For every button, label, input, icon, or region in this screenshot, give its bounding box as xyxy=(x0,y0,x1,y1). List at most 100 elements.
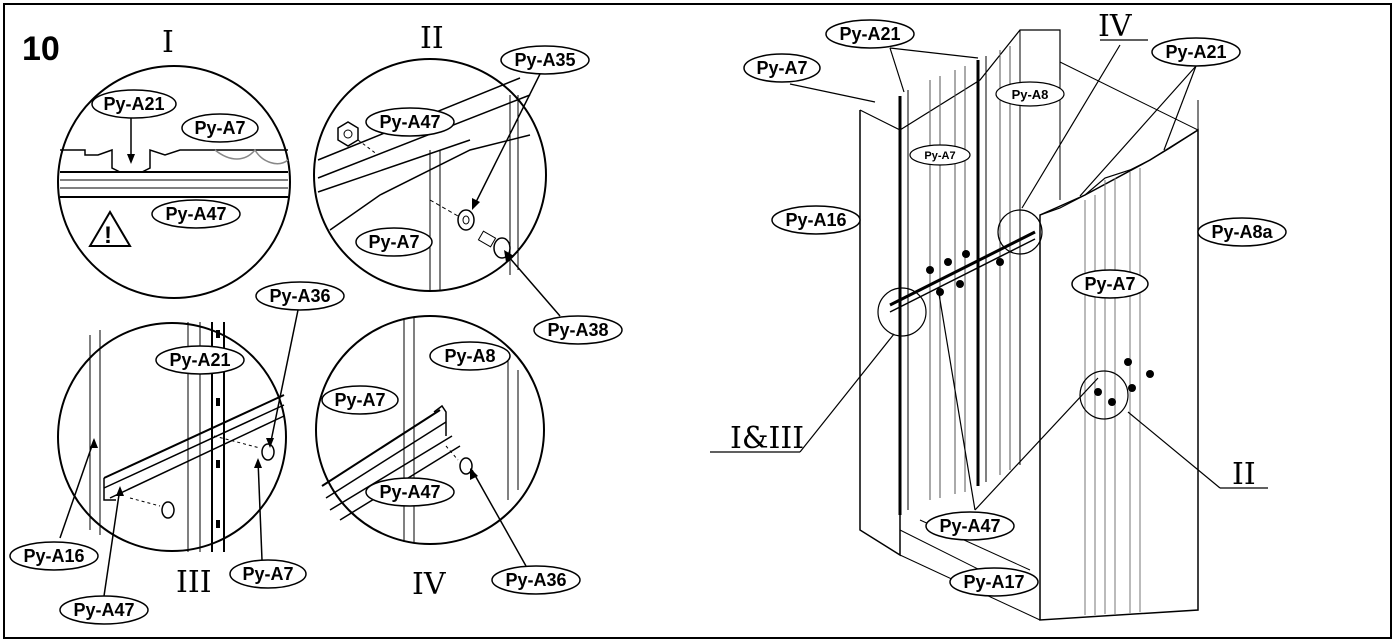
warning-symbol: ! xyxy=(104,222,112,249)
callout-bubble xyxy=(1071,269,1149,299)
callout-bubble xyxy=(925,511,1015,541)
rail-line xyxy=(321,409,441,487)
callout-bubble xyxy=(91,89,177,119)
detail-III-circle xyxy=(57,322,287,552)
leader-line xyxy=(257,459,263,561)
arrow-head xyxy=(504,250,514,262)
bolt-icon xyxy=(996,258,1004,266)
bolt-icon xyxy=(1108,398,1116,406)
nut-icon xyxy=(337,121,359,147)
detail-III: III Py-A36 Py-A21 xyxy=(9,281,345,625)
leader-line xyxy=(59,439,95,539)
callout-bubble xyxy=(181,113,259,143)
leader-line xyxy=(471,469,527,567)
warning-icon xyxy=(88,210,132,247)
part-label-py-a21: Py-A21 xyxy=(839,24,900,44)
rail-end xyxy=(433,404,447,436)
part-label-py-a21: Py-A21 xyxy=(103,94,164,114)
part-label-py-a7: Py-A7 xyxy=(1084,274,1135,294)
part-label-py-a21: Py-A21 xyxy=(1165,42,1226,62)
callout-bubble xyxy=(429,341,511,371)
callout-bubble xyxy=(321,385,399,415)
part-label-py-a7: Py-A7 xyxy=(756,58,807,78)
leader-line xyxy=(269,309,299,447)
rail-line xyxy=(317,94,531,179)
bolt-icon xyxy=(1128,384,1136,392)
callout-bubble xyxy=(365,477,455,507)
part-label-py-a7: Py-A7 xyxy=(334,390,385,410)
part-label-py-a8: Py-A8 xyxy=(444,346,495,366)
part-label-py-a17: Py-A17 xyxy=(963,572,1024,592)
callout-bubble xyxy=(355,227,433,257)
arrow-head xyxy=(90,438,98,448)
rail-line xyxy=(103,404,285,489)
callout-bubble xyxy=(743,53,821,83)
slot-hole xyxy=(216,398,220,406)
part-label-py-a7: Py-A7 xyxy=(194,118,245,138)
part-label-py-a36: Py-A36 xyxy=(505,570,566,590)
washer-icon xyxy=(457,209,475,231)
callout-bubble xyxy=(491,565,581,595)
brace-rail xyxy=(889,238,1036,313)
part-label-py-a47: Py-A47 xyxy=(165,204,226,224)
part-label-py-a47: Py-A47 xyxy=(379,482,440,502)
detail-ref-I-III: I&III xyxy=(730,421,804,456)
callout-bubble xyxy=(995,81,1065,107)
bolt-icon xyxy=(1146,370,1154,378)
leader-line xyxy=(789,83,876,103)
part-label-py-a7: Py-A7 xyxy=(242,564,293,584)
part-label-py-a35: Py-A35 xyxy=(514,50,575,70)
roof-edge xyxy=(1059,61,1199,131)
guide-line xyxy=(429,199,459,217)
detail-II: II Py-A35 Py-A47 Py-A7 Py-A38 xyxy=(313,21,623,345)
guide-line xyxy=(357,139,379,156)
detail-marker-II xyxy=(1079,370,1129,420)
callout-bubble xyxy=(229,559,307,589)
leader-line xyxy=(974,377,1099,511)
slot-hole xyxy=(216,460,220,468)
guide-line xyxy=(129,497,161,507)
nut-hole xyxy=(343,129,353,139)
front-panel-right xyxy=(1039,128,1199,621)
leader-line xyxy=(1079,65,1197,197)
detail-IV-title: IV xyxy=(412,567,447,602)
bolt-icon xyxy=(936,288,944,296)
part-label-py-a16: Py-A16 xyxy=(23,546,84,566)
callout-bubble xyxy=(949,567,1039,597)
arrow-head xyxy=(254,458,262,468)
rail-line xyxy=(329,435,453,511)
callout-bubble xyxy=(255,281,345,311)
bolt-head-icon xyxy=(161,501,175,519)
leader-line xyxy=(507,255,561,317)
callout-bubble xyxy=(151,199,241,229)
callout-bubble xyxy=(365,107,455,137)
leader-line xyxy=(937,287,976,511)
detail-IV: IV Py-A8 Py-A7 Py-A47 Py-A36 xyxy=(315,315,581,602)
detail-IV-circle xyxy=(315,315,545,545)
bolt-icon xyxy=(926,266,934,274)
part-label-py-a47: Py-A47 xyxy=(379,112,440,132)
detail-ref-II: II xyxy=(1232,457,1256,492)
step-number: 10 xyxy=(22,30,60,68)
callout-bubble xyxy=(155,345,245,375)
leader-line xyxy=(1163,65,1197,151)
rail-line xyxy=(109,415,285,499)
rail-end xyxy=(103,478,116,501)
leader-line xyxy=(889,47,979,59)
rail-line xyxy=(317,139,471,193)
detail-I: I ! Py-A21 Py-A7 Py-A47 xyxy=(57,25,291,299)
detail-I-title: I xyxy=(162,25,174,60)
part-label-py-a7: Py-A7 xyxy=(924,150,955,162)
rail-line xyxy=(103,394,285,479)
slot-hole xyxy=(216,330,220,338)
arrow-head xyxy=(127,154,135,164)
bolt-icon xyxy=(944,258,952,266)
callout-bubble xyxy=(500,45,590,75)
detail-ref-IV: IV xyxy=(1098,9,1133,44)
bolt-head-icon xyxy=(261,443,275,461)
callout-bubble xyxy=(825,19,915,49)
callout-bubble xyxy=(9,541,99,571)
slot-hole xyxy=(216,520,220,528)
